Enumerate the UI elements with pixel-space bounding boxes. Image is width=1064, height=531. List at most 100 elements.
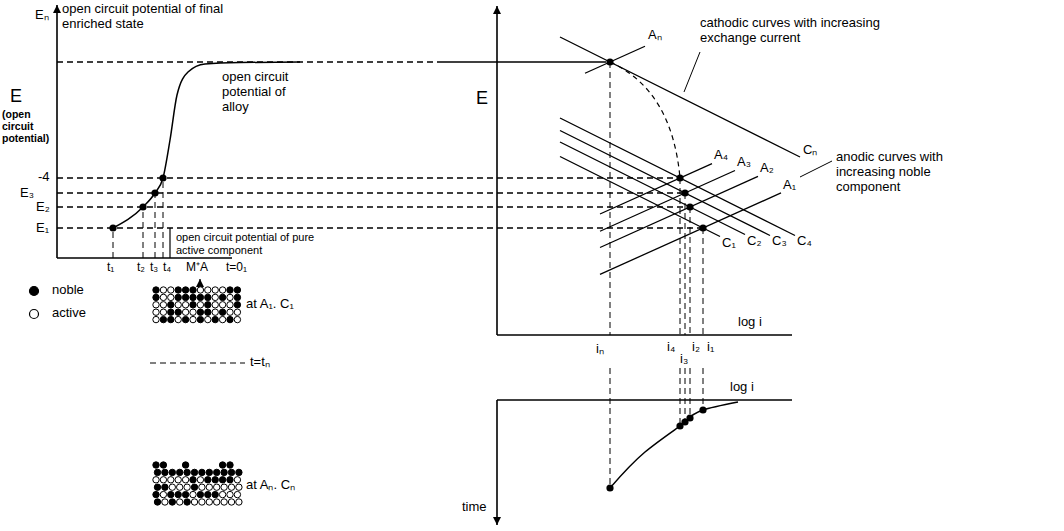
lattice-atom	[153, 309, 159, 315]
lattice-atom	[205, 491, 211, 497]
alloy-lattice	[153, 287, 242, 505]
lattice-atom	[234, 287, 240, 293]
level-line	[57, 206, 690, 207]
potential-axis	[496, 6, 498, 335]
lattice-atom	[234, 302, 240, 308]
lattice-atom	[168, 491, 174, 497]
lattice-atom	[206, 499, 212, 505]
lattice-atom	[175, 309, 181, 315]
figure-label: Cₙ	[803, 143, 817, 158]
lattice-atom	[168, 302, 174, 308]
cathodic-line	[560, 157, 720, 237]
current-projection	[685, 368, 686, 422]
lattice-atom	[182, 477, 188, 483]
lattice-atom	[160, 287, 166, 293]
lattice-atom	[199, 499, 205, 505]
cathodic-line	[560, 142, 745, 235]
figure-label: log i	[730, 380, 754, 395]
legend-sample	[30, 287, 39, 296]
lattice-atom	[182, 294, 188, 300]
figure-label: time	[462, 500, 487, 515]
lattice-atom	[175, 477, 181, 483]
time-marker	[113, 228, 114, 258]
lattice-atom	[197, 491, 203, 497]
lattice-atom	[184, 484, 190, 490]
lattice-atom	[153, 316, 159, 322]
lattice-atom	[199, 484, 205, 490]
lattice-atom	[182, 287, 188, 293]
point-marker	[151, 189, 158, 196]
lattice-atom	[197, 309, 203, 315]
log-current-axis	[497, 399, 792, 401]
lattice-atom	[214, 469, 220, 475]
lattice-atom	[153, 294, 159, 300]
figure-label: at A₁. C₁	[246, 297, 294, 312]
figure-label: C₄	[797, 234, 812, 249]
lattice-atom	[197, 302, 203, 308]
figure-label: t₁	[107, 261, 114, 275]
lattice-atom	[221, 484, 227, 490]
dissolution-arrow	[199, 279, 200, 287]
cathodic-line	[560, 37, 800, 157]
lattice-atom	[228, 469, 234, 475]
lattice-atom	[160, 462, 166, 468]
lattice-atom	[162, 499, 168, 505]
lattice-atom	[236, 484, 242, 490]
current-time-curve	[610, 402, 738, 488]
figure-label: Eₙ	[35, 8, 49, 23]
lattice-atom	[182, 309, 188, 315]
lattice-atom	[236, 469, 242, 475]
lattice-atom	[206, 469, 212, 475]
lattice-atom	[160, 302, 166, 308]
lattice-atom	[234, 316, 240, 322]
leader-line	[800, 161, 832, 177]
cathodic-line	[560, 131, 770, 236]
lattice-atom	[190, 477, 196, 483]
figure-label: t₂	[137, 261, 145, 275]
lattice-atom	[228, 499, 234, 505]
lattice-atom	[190, 302, 196, 308]
legend-samples	[30, 287, 39, 319]
lattice-atom	[227, 302, 233, 308]
lattice-atom	[205, 287, 211, 293]
legend-text: noble	[52, 283, 84, 298]
time-marker	[143, 207, 144, 258]
figure-label: t=0₁	[226, 261, 247, 275]
figure-label: -4	[38, 170, 50, 185]
point-marker	[109, 224, 116, 231]
lattice-atom	[221, 499, 227, 505]
lattice-atom	[214, 499, 220, 505]
current-projection	[610, 62, 611, 335]
current-projection	[703, 368, 704, 410]
lattice-atom	[205, 302, 211, 308]
lattice-atom	[212, 294, 218, 300]
point-marker	[681, 189, 688, 196]
level-line	[440, 61, 606, 62]
lattice-atom	[236, 499, 242, 505]
lattice-atom	[221, 469, 227, 475]
legend-text: active	[52, 306, 86, 321]
lattice-atom	[177, 499, 183, 505]
lattice-atom	[177, 484, 183, 490]
lattice-atom	[153, 477, 159, 483]
point-marker	[686, 203, 693, 210]
time-marker	[163, 178, 164, 258]
figure-label: log i	[738, 315, 762, 330]
lattice-atom	[175, 302, 181, 308]
point-marker	[676, 174, 683, 181]
point-marker	[606, 58, 613, 65]
lattice-atom	[168, 477, 174, 483]
plot-lines	[30, 5, 833, 525]
lattice-atom	[191, 499, 197, 505]
lattice-atom	[205, 294, 211, 300]
figure-label: A₄	[714, 148, 728, 163]
time-axis	[496, 400, 498, 525]
figure-label: E₁	[36, 221, 49, 236]
figure-label: cathodic curves with increasing exchange…	[700, 16, 915, 46]
anodic-line	[600, 164, 712, 214]
bracket-tick	[169, 228, 170, 258]
lattice-atom	[206, 484, 212, 490]
anodic-line	[600, 171, 735, 232]
figure-label: open circuit potential of alloy	[222, 70, 304, 115]
